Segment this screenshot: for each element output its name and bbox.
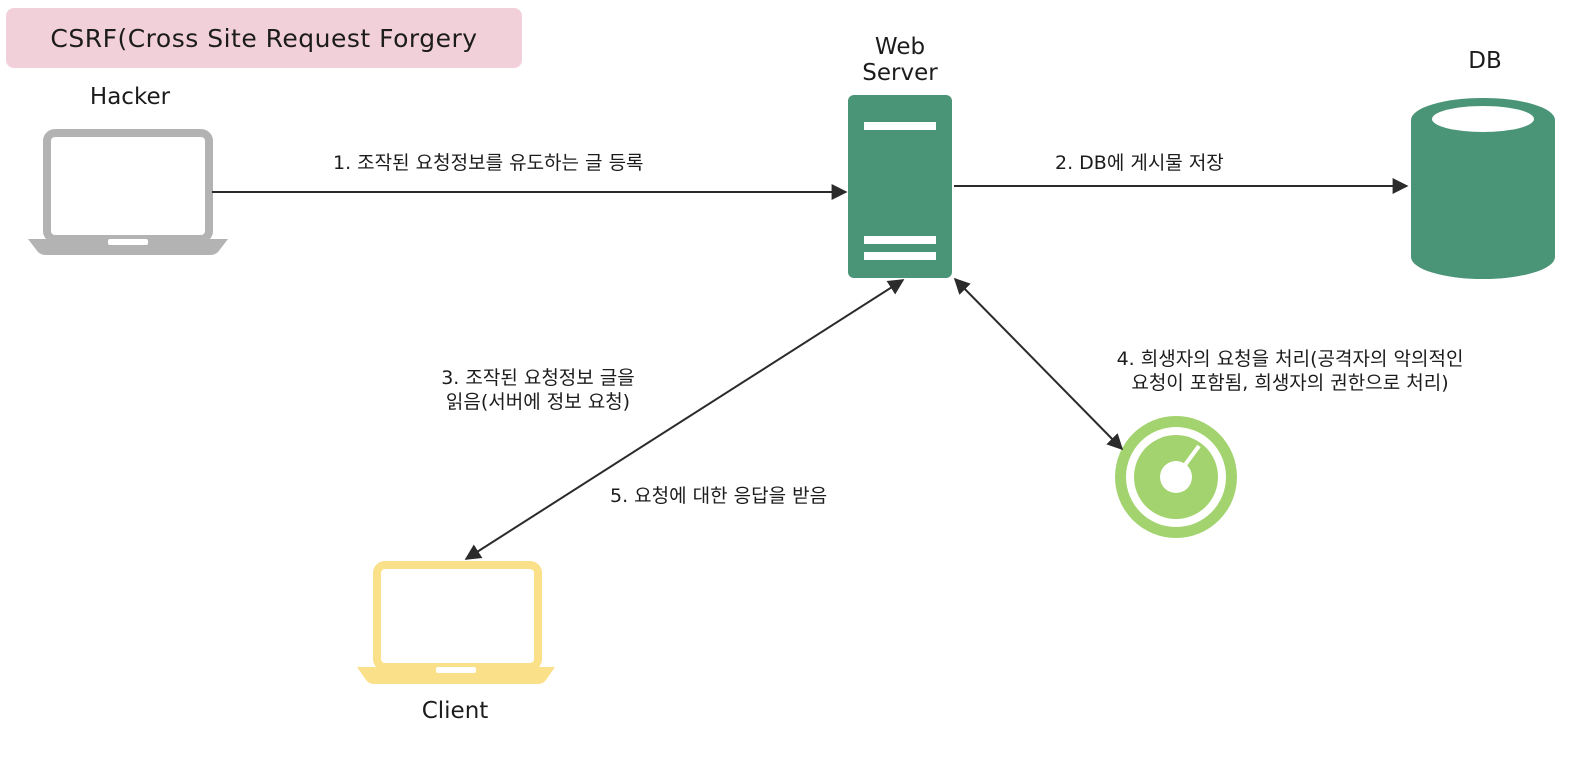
step4-label-line2: 요청이 포함됨, 희생자의 권한으로 처리): [1131, 372, 1449, 394]
server-icon: [848, 95, 952, 278]
client-label: Client: [421, 698, 489, 724]
web-server-label-line2: Server: [862, 60, 938, 86]
arrow-server-client: [464, 279, 905, 560]
web-server-label-line1: Web: [874, 34, 926, 60]
title-badge: CSRF(Cross Site Request Forgery: [6, 8, 522, 68]
step2-label: 2. DB에 게시물 저장: [1055, 152, 1224, 174]
diagram-title: CSRF(Cross Site Request Forgery: [50, 23, 478, 53]
web-server-label: Web Server: [820, 34, 980, 86]
hacker-laptop-icon: [28, 129, 228, 255]
gauge-icon: [1115, 416, 1237, 538]
db-label: DB: [1468, 48, 1502, 74]
hacker-label: Hacker: [89, 84, 171, 110]
step1-label: 1. 조작된 요청정보를 유도하는 글 등록: [333, 152, 644, 174]
step4-label: 4. 희생자의 요청을 처리(공격자의 악의적인 요청이 포함됨, 희생자의 권…: [1050, 347, 1530, 395]
client-laptop-icon: [357, 561, 555, 684]
step4-label-line1: 4. 희생자의 요청을 처리(공격자의 악의적인: [1116, 348, 1464, 370]
arrow-server-gauge: [953, 277, 1124, 451]
database-icon: [1411, 98, 1555, 279]
